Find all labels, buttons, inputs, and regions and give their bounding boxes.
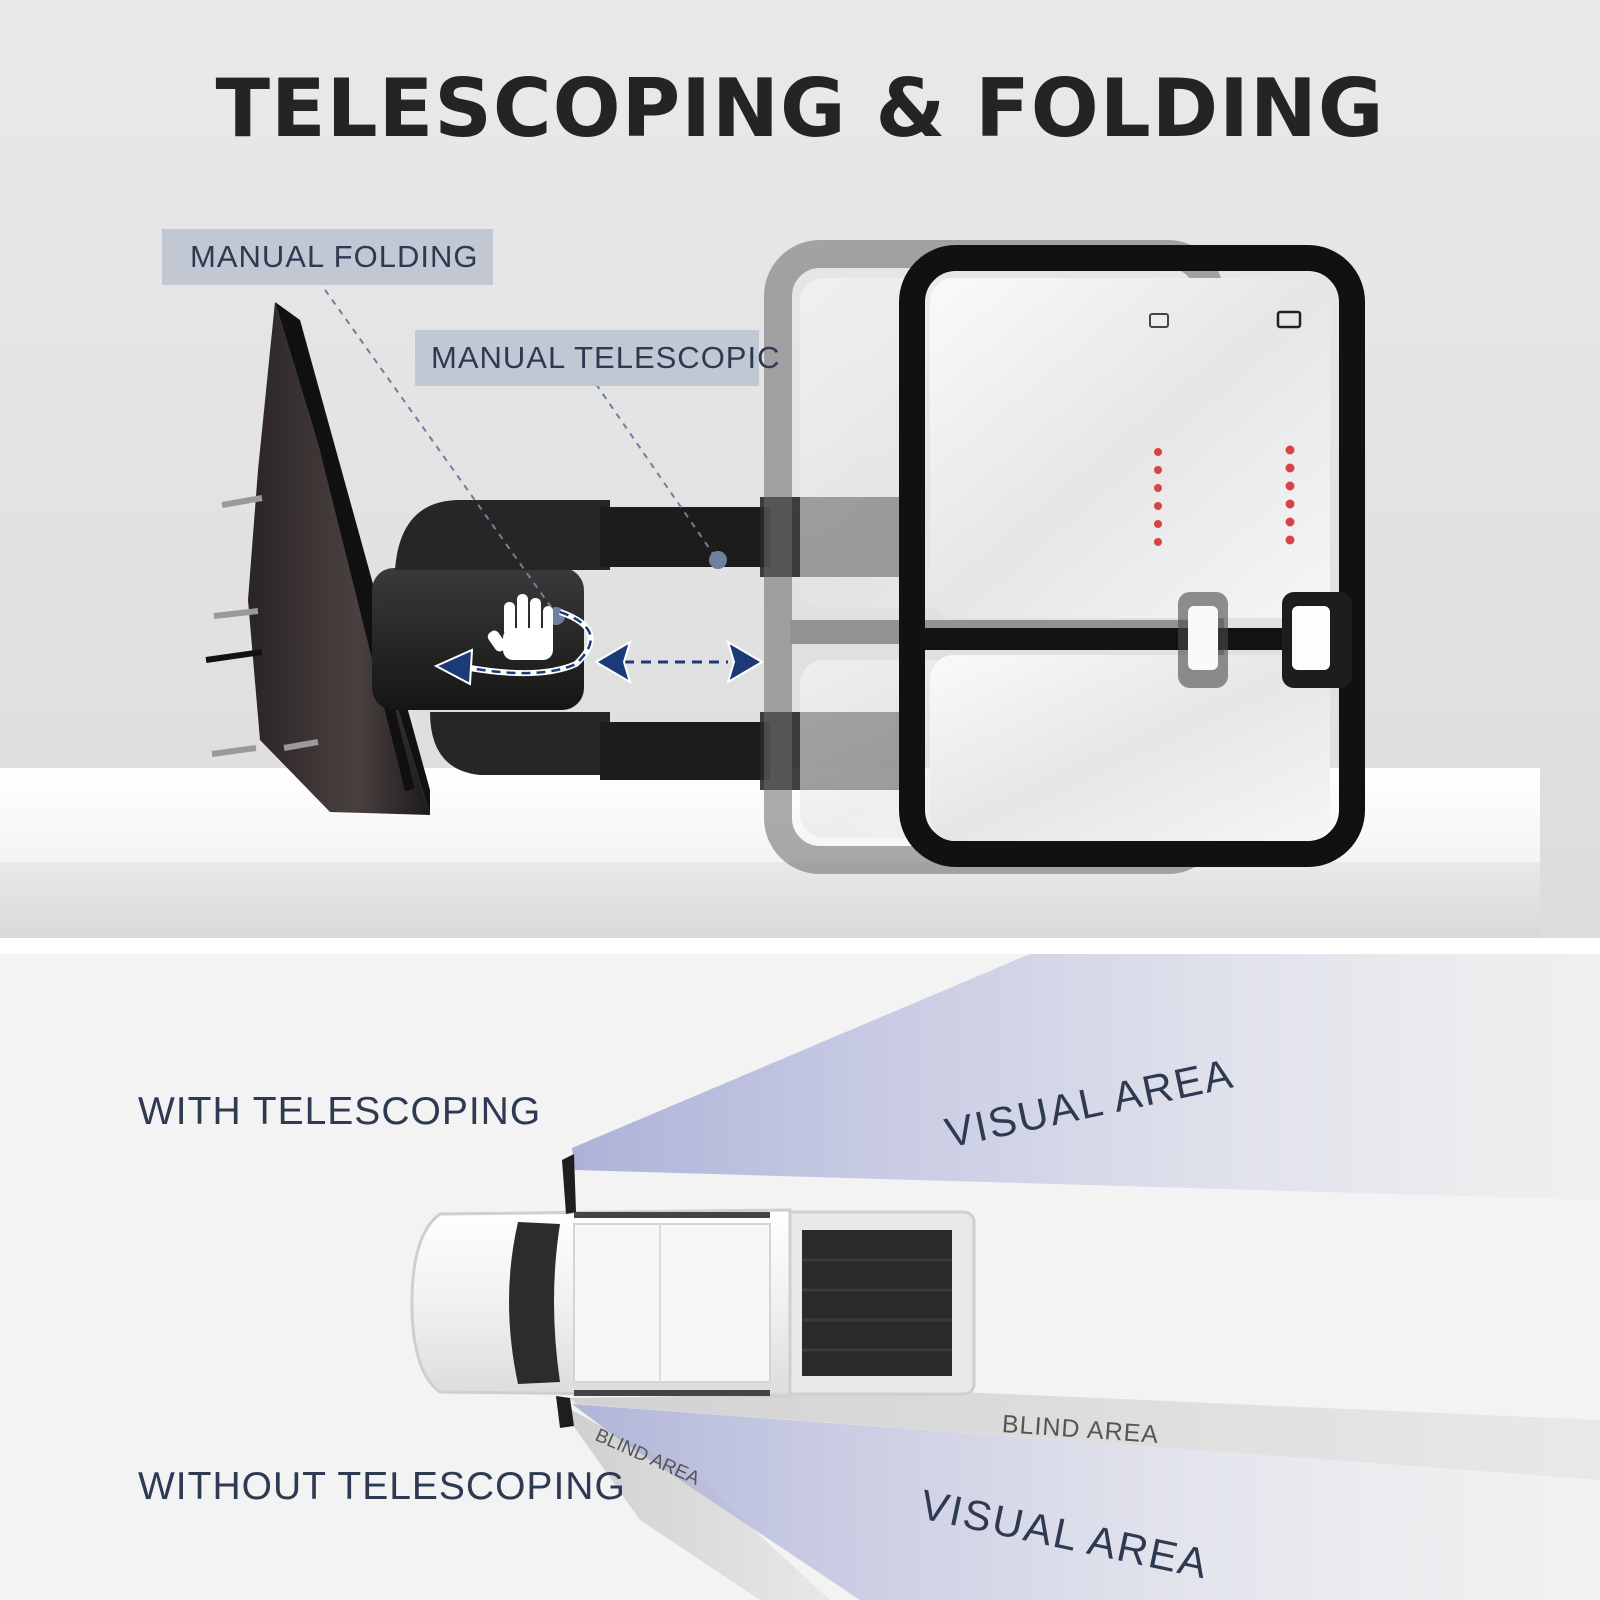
callout-leader-lines [317, 279, 717, 615]
telescope-dot [709, 551, 727, 569]
manual-telescopic-callout: MANUAL TELESCOPIC [415, 330, 779, 386]
fold-arrow-icon [433, 609, 594, 686]
hand-icon [487, 594, 553, 660]
defrost-icon [1149, 310, 1302, 329]
mirror-extended-icon [562, 1154, 576, 1214]
truck-top-view [410, 1208, 976, 1398]
without-telescoping-label: WITHOUT TELESCOPING [138, 1465, 626, 1508]
manual-folding-callout: MANUAL FOLDING [162, 229, 493, 285]
telescope-arrow-icon [594, 639, 764, 685]
blind-area-right [570, 1392, 1600, 1480]
turn-signal-leds [1154, 445, 1295, 546]
page-title: TELESCOPING & FOLDING [215, 62, 1385, 155]
visual-area-bottom [572, 1404, 1600, 1600]
display-shelf-edge [0, 862, 1540, 938]
mirror-head-extended [899, 245, 1365, 867]
mirror-retracted-icon [556, 1396, 574, 1428]
section-divider [0, 938, 1600, 954]
with-telescoping-label: WITH TELESCOPING [138, 1090, 542, 1133]
blind-area-left [565, 1408, 830, 1600]
visual-area-top [572, 954, 1600, 1200]
mirror-illustration [205, 240, 1365, 874]
